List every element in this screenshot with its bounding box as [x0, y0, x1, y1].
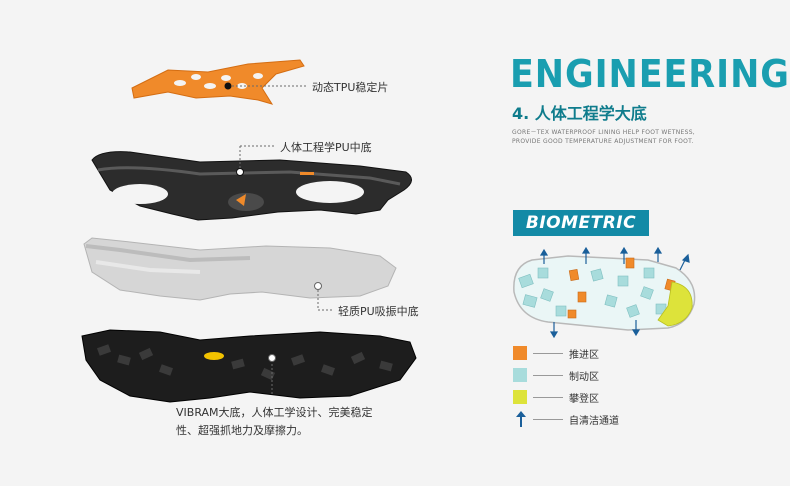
orange-square-icon	[513, 346, 527, 360]
vibram-logo-mark	[204, 352, 224, 360]
light-pu-midsole	[83, 237, 397, 301]
pu-midsole	[91, 151, 412, 221]
yellow-square-icon	[513, 390, 527, 404]
legend-label: 攀登区	[569, 394, 599, 405]
tpu-plate	[131, 59, 305, 105]
up-arrow-icon	[516, 411, 526, 427]
vibram-desc-line2: 性、超强抓地力及摩擦力。	[176, 424, 308, 437]
biometric-badge-label: BIOMETRIC	[525, 213, 637, 233]
pu-midsole-label: 人体工程学PU中底	[280, 141, 372, 154]
vibram-desc-line1: VIBRAM大底，人体工学设计、完美稳定	[176, 406, 373, 419]
legend-leader	[533, 375, 563, 376]
vibram-outsole	[81, 329, 417, 403]
callout-dot	[314, 282, 322, 290]
legend-leader	[533, 419, 563, 420]
callout-dot	[236, 168, 244, 176]
legend-label: 制动区	[569, 372, 599, 383]
callout-dot	[224, 82, 232, 90]
feature-description: GORE－TEX WATERPROOF LINING HELP FOOT WET…	[512, 128, 732, 146]
page-subtitle: 4. 人体工程学大底	[512, 104, 647, 123]
description-line1: GORE－TEX WATERPROOF LINING HELP FOOT WET…	[512, 129, 696, 136]
description-line2: PROVIDE GOOD TEMPERATURE ADJUSTMENT FOR …	[512, 138, 694, 145]
biometric-badge: BIOMETRIC	[513, 210, 649, 236]
legend-leader	[533, 353, 563, 354]
tpu-plate-label: 动态TPU稳定片	[312, 81, 389, 94]
page-title: ENGINEERING	[510, 52, 790, 96]
footprint-zone-diagram	[513, 246, 696, 338]
light-pu-midsole-label: 轻质PU吸振中底	[338, 305, 419, 318]
sole-exploded-view	[81, 59, 417, 403]
callout-dot	[268, 354, 276, 362]
vibram-outsole-label: VIBRAM大底，人体工学设计、完美稳定 性、超强抓地力及摩擦力。	[176, 404, 373, 440]
legend-leader	[533, 397, 563, 398]
legend-label: 自清洁通道	[569, 416, 619, 427]
legend-label: 推进区	[569, 350, 599, 361]
cyan-square-icon	[513, 368, 527, 382]
